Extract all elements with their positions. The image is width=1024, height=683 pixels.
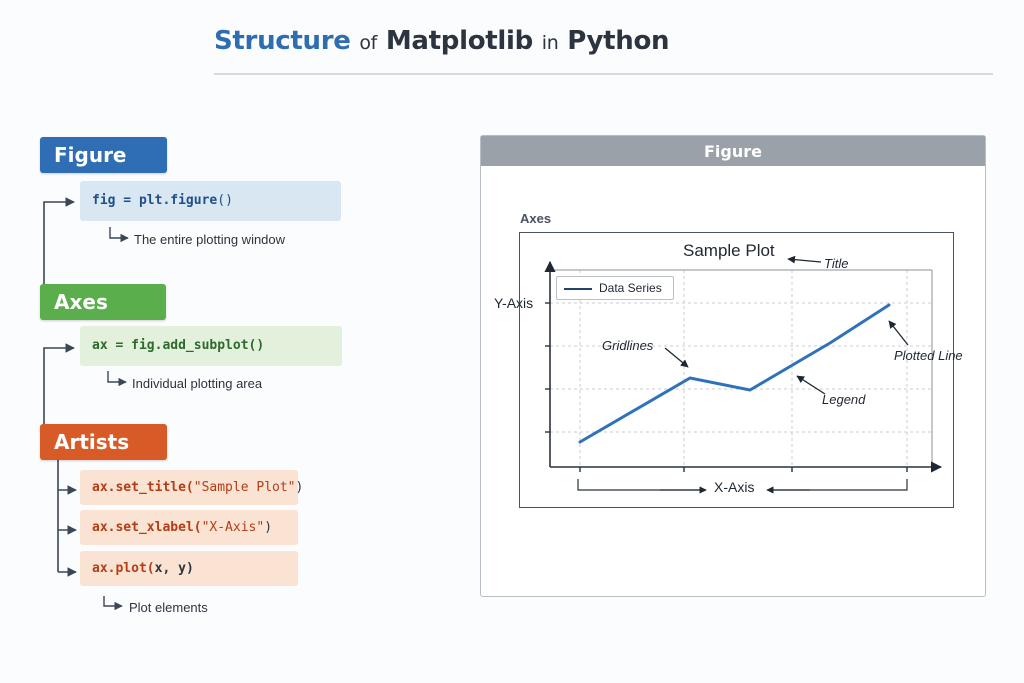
artist-close: ): [295, 480, 304, 495]
legend-annotation-arrow: [796, 375, 826, 395]
legend-entry: Data Series: [599, 281, 662, 295]
figure-code-var: fig: [92, 193, 116, 208]
artist-code-plot: ax.plot(x, y): [80, 551, 298, 586]
axes-frame-label: Axes: [520, 211, 552, 226]
title-word-structure: Structure: [214, 26, 351, 56]
page-title: Structure of Matplotlib in Python: [214, 26, 670, 56]
x-ticks: [579, 467, 908, 472]
gridlines-annotation-arrow: [664, 347, 689, 368]
elbow-axes-desc: [107, 371, 127, 387]
title-annotation-arrow: [787, 255, 822, 264]
artists-label: Artists: [40, 424, 167, 460]
title-word-in: in: [541, 32, 559, 54]
elbow-figure-desc: [109, 227, 129, 243]
artist-arg: "X-Axis": [201, 520, 265, 535]
artist-method: ax.set_title(: [92, 480, 194, 495]
axes-frame: [519, 232, 954, 508]
artist-method: ax.set_xlabel(: [92, 520, 202, 535]
legend-swatch: [564, 288, 592, 290]
connector-axes: [43, 343, 75, 424]
figure-code-args: (): [217, 193, 233, 208]
axes-label: Axes: [40, 284, 166, 320]
y-axis-label: Y-Axis: [494, 295, 534, 311]
artist-code-set-title: ax.set_title("Sample Plot"): [80, 470, 303, 505]
figure-label: Figure: [40, 137, 167, 173]
artist-close: ): [185, 561, 194, 576]
figure-header: Figure: [481, 136, 985, 166]
artist-close: ): [264, 520, 273, 535]
figure-frame: [480, 135, 986, 597]
title-word-of: of: [359, 32, 378, 54]
artist-arg: "Sample Plot": [193, 480, 296, 495]
x-axis-label: X-Axis: [714, 479, 755, 495]
title-divider: [214, 73, 993, 75]
figure-code-eq: =: [115, 193, 139, 208]
figure-code: fig = plt.figure(): [80, 181, 341, 221]
plot-title: Sample Plot: [683, 241, 775, 260]
gridlines: [550, 270, 932, 467]
plotted-line-annotation-arrow: [888, 320, 909, 346]
annotation-plotted-line: Plotted Line: [894, 348, 963, 363]
figure-description: The entire plotting window: [134, 232, 286, 247]
axes-code: ax = fig.add_subplot(): [80, 326, 342, 366]
plotted-line: [578, 303, 891, 444]
title-word-python: Python: [567, 26, 670, 56]
y-ticks: [545, 302, 550, 433]
annotation-legend: Legend: [822, 392, 866, 407]
annotation-title: Title: [824, 256, 849, 271]
annotation-gridlines: Gridlines: [602, 338, 654, 353]
artist-code-set-xlabel: ax.set_xlabel("X-Axis"): [80, 510, 298, 545]
legend: Data Series: [556, 276, 674, 300]
elbow-artists-desc: [103, 596, 123, 611]
artist-arg: x, y: [154, 561, 186, 576]
artist-method: ax.plot(: [92, 561, 155, 576]
artists-description: Plot elements: [129, 600, 208, 615]
title-word-matplotlib: Matplotlib: [385, 26, 533, 56]
figure-code-call: plt.figure: [138, 193, 218, 208]
axes-description: Individual plotting area: [132, 376, 263, 391]
connector-figure: [43, 197, 75, 284]
